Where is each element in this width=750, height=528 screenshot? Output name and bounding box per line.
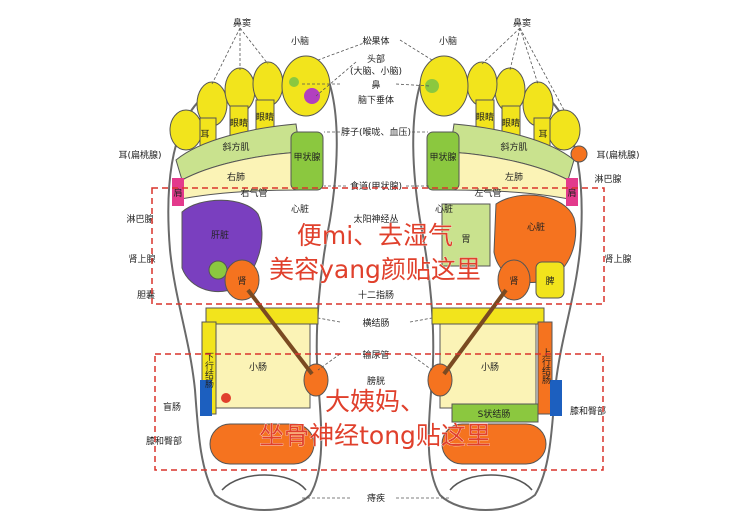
- left-kidney-label: 肾: [237, 276, 246, 287]
- right-heart-side-label: 心脏: [435, 203, 453, 215]
- right-thyroid-label: 甲状腺: [429, 151, 456, 163]
- left-heel-arc: [221, 474, 307, 491]
- label-lymph-right: 淋巴腺: [594, 173, 621, 185]
- right-stomach-zone: [441, 203, 491, 267]
- overlay-top-line2: 美容yang颜贴这里: [269, 255, 481, 284]
- left-bronchus-label: 右气管: [240, 187, 267, 199]
- left-nose-dot: [289, 77, 299, 87]
- label-esophagus: 食道(甲状腺): [350, 180, 402, 192]
- right-thyroid-zone: [426, 131, 460, 191]
- left-trapezius-label: 斜方肌: [222, 141, 249, 153]
- left-shoulder-zone: [172, 178, 184, 206]
- right-heel-arc: [449, 474, 533, 491]
- right-shoulder-label: 肩: [567, 187, 576, 199]
- label-knee-hip-left: 膝和臀部: [146, 435, 182, 447]
- right-heel-zone: [441, 423, 547, 465]
- label-pituitary: 脑下垂体: [358, 94, 394, 106]
- label-hemorrhoid: 痔疾: [367, 492, 385, 504]
- left-gallbladder-dot: [208, 260, 228, 280]
- right-eye-label-1: 眼睛: [476, 112, 494, 123]
- right-lung-label: 左肺: [505, 171, 523, 183]
- right-toe-big: [419, 55, 469, 117]
- label-solar-plexus: 太阳神经丛: [353, 213, 398, 225]
- left-foot: 耳 眼睛 眼睛 斜方肌 右肺 甲状腺 右气管 心脏 肝脏 肾 小肠 下行结肠 肩: [167, 55, 338, 511]
- right-ascending-colon-label: 上行结肠: [540, 348, 551, 385]
- left-toe-3: [224, 67, 256, 113]
- label-duodenum: 十二指肠: [358, 289, 394, 301]
- label-nose: 鼻: [371, 79, 380, 91]
- left-liver-label: 肝脏: [211, 229, 229, 241]
- left-heel-zone: [209, 423, 315, 465]
- right-sigmoid-colon: [451, 403, 539, 423]
- right-heart-label: 心脏: [527, 221, 545, 233]
- label-cecum: 盲肠: [163, 401, 181, 413]
- left-toe-small: [169, 109, 203, 151]
- right-trapezius-label: 斜方肌: [500, 141, 527, 153]
- label-gallbladder: 胆囊: [137, 289, 155, 301]
- left-thyroid-label: 甲状腺: [293, 151, 320, 163]
- right-stomach-label: 胃: [461, 234, 470, 245]
- label-head-sub: (大脑、小脑): [350, 65, 402, 77]
- left-thyroid-zone: [290, 131, 324, 191]
- overlay-bottom-line2: 坐骨神经tong贴这里: [259, 421, 491, 450]
- right-shoulder-zone: [566, 178, 578, 206]
- label-adrenal-right: 肾上腺: [604, 253, 631, 265]
- overlay-bottom-line1: 大姨妈、: [325, 387, 425, 416]
- right-toe-small: [547, 109, 581, 151]
- label-neck: 脖子(喉咙、血压): [341, 126, 411, 138]
- right-spleen-label: 脾: [545, 275, 554, 287]
- right-ear-label: 耳: [538, 129, 547, 140]
- right-bronchus-label: 左气管: [474, 187, 501, 199]
- label-transverse-colon: 横结肠: [362, 317, 389, 329]
- left-eye-label-1: 眼睛: [230, 118, 248, 129]
- right-kidney-label: 肾: [509, 276, 518, 287]
- left-small-intestine-label: 小肠: [249, 362, 267, 373]
- label-bladder: 膀胱: [367, 375, 385, 387]
- right-nose-dot: [425, 79, 439, 93]
- left-small-intestine: [213, 321, 311, 409]
- right-small-intestine-label: 小肠: [481, 362, 499, 373]
- left-cecum: [200, 380, 212, 416]
- right-spleen-zone: [535, 261, 565, 299]
- right-foot: 耳 眼睛 眼睛 斜方肌 左肺 甲状腺 左气管 心脏 心脏 胃 脾 肾 小肠 上行…: [412, 55, 588, 511]
- right-toe-2: [466, 61, 498, 107]
- label-cerebellum-right: 小脑: [439, 35, 457, 47]
- label-ureter: 输尿管: [362, 349, 389, 361]
- left-ear-label: 耳: [200, 129, 209, 140]
- label-lymph-left: 淋巴腺: [126, 213, 153, 225]
- label-knee-hip-right: 膝和臀部: [570, 405, 606, 417]
- left-toe-big: [281, 55, 331, 117]
- right-small-intestine: [439, 321, 537, 409]
- right-ear-ring: [570, 145, 588, 163]
- label-cerebellum-left: 小脑: [291, 35, 309, 47]
- right-eye-label-2: 眼睛: [502, 118, 520, 129]
- right-sigmoid-label: S状结肠: [478, 408, 511, 420]
- left-eye-label-2: 眼睛: [256, 112, 274, 123]
- overlay-box-bottom: [154, 353, 604, 471]
- left-descending-colon-label: 下行结肠: [203, 352, 214, 389]
- left-toe-2: [252, 61, 284, 107]
- left-shoulder-label: 肩: [173, 187, 182, 199]
- left-pineal-dot: [304, 88, 320, 104]
- label-head: 头部: [367, 53, 385, 65]
- center-labels: [211, 27, 565, 499]
- left-cecum-dot: [221, 393, 231, 403]
- right-ureter-line: [442, 288, 508, 376]
- overlay-top-line1: 便mi、去湿气: [297, 221, 453, 250]
- overlay-box-top: [151, 187, 605, 305]
- left-heart-label: 心脏: [291, 203, 309, 215]
- label-sinus-left: 鼻窦: [233, 17, 251, 29]
- label-pineal: 松果体: [362, 35, 389, 47]
- right-toe-3: [494, 67, 526, 113]
- label-ear-tonsil-left: 耳(扁桃腺): [118, 149, 161, 161]
- right-ascending-colon: [537, 321, 553, 415]
- label-sinus-right: 鼻窦: [513, 17, 531, 29]
- right-knee-zone: [550, 380, 562, 416]
- left-lung-label: 右肺: [227, 171, 245, 183]
- label-ear-tonsil-right: 耳(扁桃腺): [596, 149, 639, 161]
- label-adrenal-left: 肾上腺: [128, 253, 155, 265]
